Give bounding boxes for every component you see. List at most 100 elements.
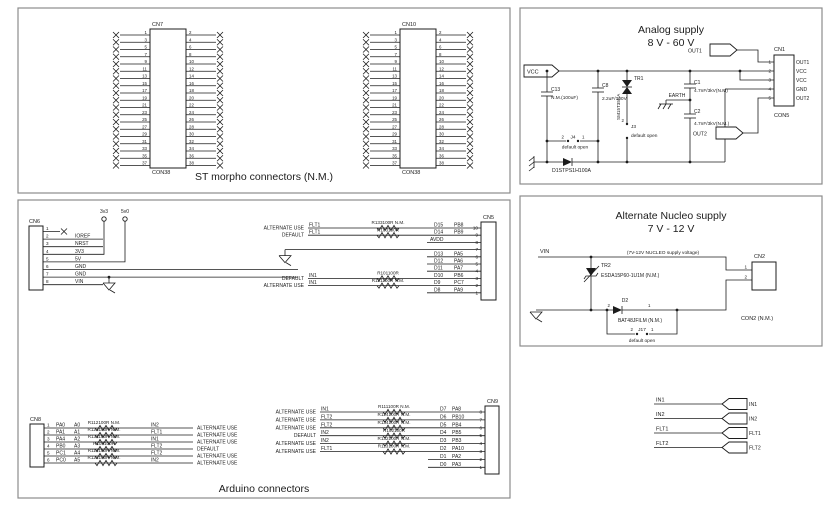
arduino-section-title: Arduino connectors [219, 483, 309, 495]
pin-label: GND [796, 87, 808, 93]
j4-ref: J4 [570, 135, 575, 141]
pin-number: 37 [142, 161, 147, 166]
pin-number: 9 [395, 59, 398, 64]
pin-number: 2 [744, 275, 747, 280]
x-mark-icon [362, 96, 370, 104]
pin-number: 3 [46, 241, 49, 246]
use-label: ALTERNATE USE [197, 461, 238, 467]
arduino-pin-label: D7 [440, 407, 447, 413]
x-mark-icon [216, 133, 224, 140]
pin-label: VCC [796, 69, 807, 75]
resistor-label: R113100R N.M. [378, 444, 411, 449]
arduino-pin-label: D5 [440, 422, 447, 428]
connector-footprint: CON38 [402, 170, 420, 176]
use-label: ALTERNATE USE [276, 417, 317, 423]
nucleo-supply-group: VIN(7V-12V NUCLEO supply voltage)TR2ESDA… [529, 249, 777, 344]
port-label: PA1 [56, 430, 65, 436]
resistor-label: R122100R N.M. [88, 455, 121, 460]
pin-number: 14 [189, 74, 194, 79]
arduino-pin-label: D13 [434, 251, 443, 257]
use-label: ALTERNATE USE [264, 283, 305, 289]
pin-number: 35 [392, 153, 397, 158]
pin-number: 38 [189, 161, 194, 166]
connector-ref: CN1 [774, 47, 785, 53]
vcc-label: VCC [527, 70, 539, 76]
port-label: PA6 [454, 259, 463, 265]
resistor-symbol [94, 424, 118, 432]
pin-number: 15 [142, 81, 147, 86]
d2-pin: 1 [648, 303, 651, 308]
out1-label: OUT1 [688, 49, 702, 55]
port-label: PA9 [454, 287, 463, 293]
pin-number: 33 [142, 146, 147, 151]
pin-number: 10 [439, 59, 444, 64]
pin-number: 8 [46, 279, 49, 284]
x-mark-icon [362, 125, 370, 133]
c2-ref: C2 [694, 109, 701, 115]
x-mark-icon [216, 125, 224, 133]
c13-value: N.M.(100uF) [551, 95, 578, 101]
connector-ref: CN5 [483, 215, 494, 221]
pin-number: 4 [47, 444, 50, 449]
port-label: PC1 [56, 451, 66, 457]
pin-number: 32 [439, 139, 444, 144]
connector-body [484, 405, 500, 475]
port-label: PC7 [454, 280, 464, 286]
j17-note: default open [629, 338, 656, 344]
resistor-symbol [382, 432, 406, 440]
x-mark-icon [466, 38, 474, 46]
use-label: DEFAULT [282, 276, 304, 282]
power-rail-label: 5v0 [121, 209, 129, 215]
x-mark-icon [466, 60, 474, 68]
use-label: DEFAULT [282, 233, 304, 239]
use-label: ALTERNATE USE [197, 433, 238, 439]
net-label: FLT2 [656, 441, 668, 447]
pin-number: 2 [47, 430, 50, 435]
pin-number: 1 [744, 265, 747, 270]
resistor-symbol [382, 424, 406, 432]
x-mark-icon [216, 60, 224, 68]
power-terminal-icon [101, 216, 107, 222]
use-label: ALTERNATE USE [264, 226, 305, 232]
pin-number: 1 [145, 30, 148, 35]
d2-value: BAT48JFILM (N.M.) [618, 318, 662, 324]
connector-ref: CN6 [29, 219, 40, 225]
connector-ref: CN10 [402, 22, 416, 28]
signal-label: IN2 [151, 423, 159, 429]
x-mark-icon [466, 118, 474, 126]
arduino-pin-label: D12 [434, 259, 443, 265]
pin-label: VIN [75, 279, 84, 285]
port-label: PA4 [56, 437, 65, 443]
pin-number: 12 [189, 66, 194, 71]
arduino-pin-label: D4 [440, 430, 447, 436]
tr1-ref: TR1 [634, 76, 644, 82]
resistor-symbol [382, 440, 406, 448]
x-mark-icon [216, 38, 224, 46]
connector-ref: CN2 [754, 254, 765, 260]
ground-icon [529, 311, 543, 320]
pin-number: 4 [768, 87, 771, 92]
pin-number: 12 [439, 66, 444, 71]
d2-pin: 2 [608, 303, 611, 308]
tr1-value: SM15T35CA [616, 93, 621, 120]
arduino-pin-label: D3 [440, 438, 447, 444]
flag-tag: IN1 [749, 402, 757, 408]
arduino-pin-label: D0 [440, 462, 447, 468]
use-label: DEFAULT [197, 447, 219, 453]
pin-label: OUT1 [796, 60, 810, 66]
pin-number: 22 [189, 103, 194, 108]
x-mark-icon [216, 154, 224, 162]
io-net-flag [721, 441, 748, 454]
pin-number: 5 [768, 96, 771, 101]
use-label: ALTERNATE USE [276, 441, 317, 447]
nucleo-supply-section-box [519, 195, 823, 347]
pin-number: 34 [189, 146, 194, 151]
pin-number: 38 [439, 161, 444, 166]
wire [649, 310, 678, 335]
earth-icon [662, 103, 667, 110]
arduino-pin-label: A1 [74, 430, 80, 436]
x-mark-icon [216, 53, 224, 61]
tvs-symbol [622, 80, 632, 87]
